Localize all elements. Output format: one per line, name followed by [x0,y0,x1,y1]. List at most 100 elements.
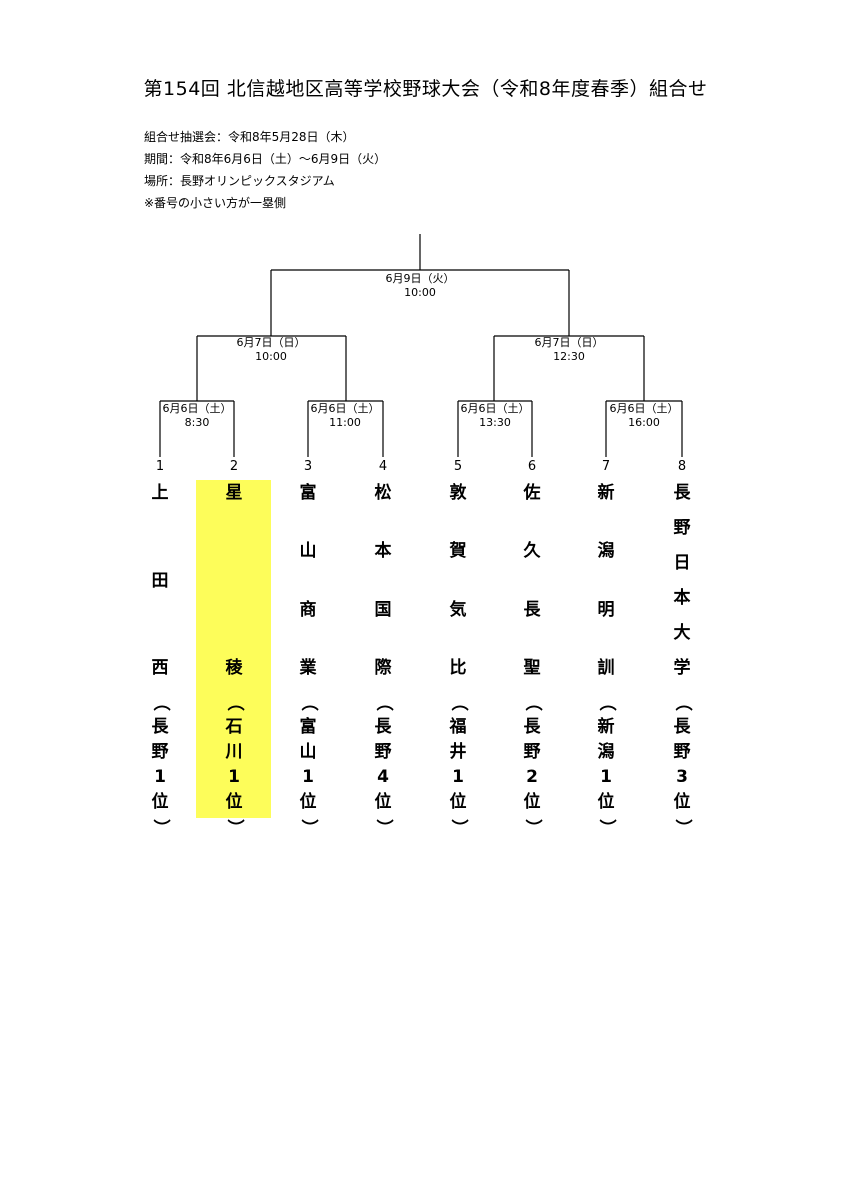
paren-close: ） [150,819,171,836]
paren-close: ） [448,819,469,836]
semi1-label: 6月7日（日） 10:00 [226,336,316,364]
paren-close: ） [298,819,319,836]
q3-label: 6月6日（土） 13:30 [450,402,540,430]
prefecture-char: 井 [449,742,467,762]
prefecture-char: 山 [299,742,317,762]
q2-date: 6月6日（土） [310,402,380,415]
team-name-char: 聖 [523,658,541,678]
prefecture-char: 位 [673,792,691,812]
q2-label: 6月6日（土） 11:00 [300,402,390,430]
paren-open: （ [672,694,693,711]
team-name-char: 際 [374,658,392,678]
prefecture-char: 位 [225,792,243,812]
team-name-char: 業 [299,658,317,678]
final-date: 6月9日（火） [385,272,455,285]
team-name-char: 上 [151,483,169,503]
prefecture-char: 長 [673,717,691,737]
team-name-char: 稜 [225,658,243,678]
seed-number: 1 [155,459,165,474]
seed-number: 4 [378,459,388,474]
prefecture-char: 位 [374,792,392,812]
prefecture-char: 川 [225,742,243,762]
prefecture-char: 2 [526,767,538,787]
team-highlight [196,480,271,818]
final-label: 6月9日（火） 10:00 [375,272,465,300]
paren-close: ） [373,819,394,836]
q1-time: 8:30 [184,416,210,429]
prefecture-char: 位 [151,792,169,812]
team-2: 星稜 （ 石川 1 位 ） [214,478,254,836]
paren-open: （ [373,694,394,711]
paren-close: ） [672,819,693,836]
team-name-char: 長 [523,599,541,620]
paren-open: （ [298,694,319,711]
prefecture-char: 野 [523,742,541,762]
prefecture-char: 野 [673,742,691,762]
paren-open: （ [224,694,245,711]
final-time: 10:00 [404,286,436,299]
q4-label: 6月6日（土） 16:00 [599,402,689,430]
paren-open: （ [522,694,543,711]
prefecture-char: 1 [302,767,314,787]
prefecture-char: 福 [449,717,467,737]
q2-time: 11:00 [329,416,361,429]
team-name-char: 学 [673,658,691,678]
prefecture-char: 富 [299,717,317,737]
team-name-char: 星 [225,483,243,503]
team-name-char: 野 [673,518,691,538]
team-prefecture-rank: （ 長野 4 位 ） [363,690,403,840]
prefecture-char: 位 [597,792,615,812]
seed-number: 7 [601,459,611,474]
team-name-char: 潟 [597,541,615,562]
semi2-label: 6月7日（日） 12:30 [524,336,614,364]
semi2-time: 12:30 [553,350,585,363]
prefecture-char: 石 [225,717,243,737]
tournament-period: 期間：令和8年6月6日（土）～6月9日（火） [144,152,387,166]
team-name-char: 訓 [597,658,615,678]
q4-date: 6月6日（土） [609,402,679,415]
paren-close: ） [596,819,617,836]
team-name-char: 比 [449,658,467,678]
team-name-char: 佐 [523,483,541,503]
prefecture-char: 1 [228,767,240,787]
paren-open: （ [596,694,617,711]
team-name-char: 田 [151,570,169,591]
team-name-char: 西 [151,658,169,678]
q1-date: 6月6日（土） [162,402,232,415]
team-name-char: 国 [374,599,392,620]
page-title: 第154回 北信越地区高等学校野球大会（令和8年度春季）組合せ [143,78,708,100]
team-name-char: 長 [673,483,691,503]
paren-close: ） [522,819,543,836]
seed-number: 2 [229,459,239,474]
q4-time: 16:00 [628,416,660,429]
q3-date: 6月6日（土） [460,402,530,415]
prefecture-char: 長 [374,717,392,737]
paren-open: （ [150,694,171,711]
team-prefecture-rank: （ 石川 1 位 ） [214,690,254,840]
team-name-char: 商 [299,599,317,620]
paren-close: ） [224,819,245,836]
note: ※番号の小さい方が一塁側 [144,196,287,210]
team-name-char: 富 [299,483,317,503]
seed-number: 8 [677,459,687,474]
q1-label: 6月6日（土） 8:30 [152,402,242,430]
prefecture-char: 1 [452,767,464,787]
team-name-char: 山 [299,541,317,562]
semi2-date: 6月7日（日） [534,336,604,349]
semi1-date: 6月7日（日） [236,336,306,349]
paren-open: （ [448,694,469,711]
prefecture-char: 野 [374,742,392,762]
prefecture-char: 位 [523,792,541,812]
team-name-char: 賀 [449,541,467,562]
prefecture-char: 4 [377,767,389,787]
team-name-char: 本 [673,588,691,608]
